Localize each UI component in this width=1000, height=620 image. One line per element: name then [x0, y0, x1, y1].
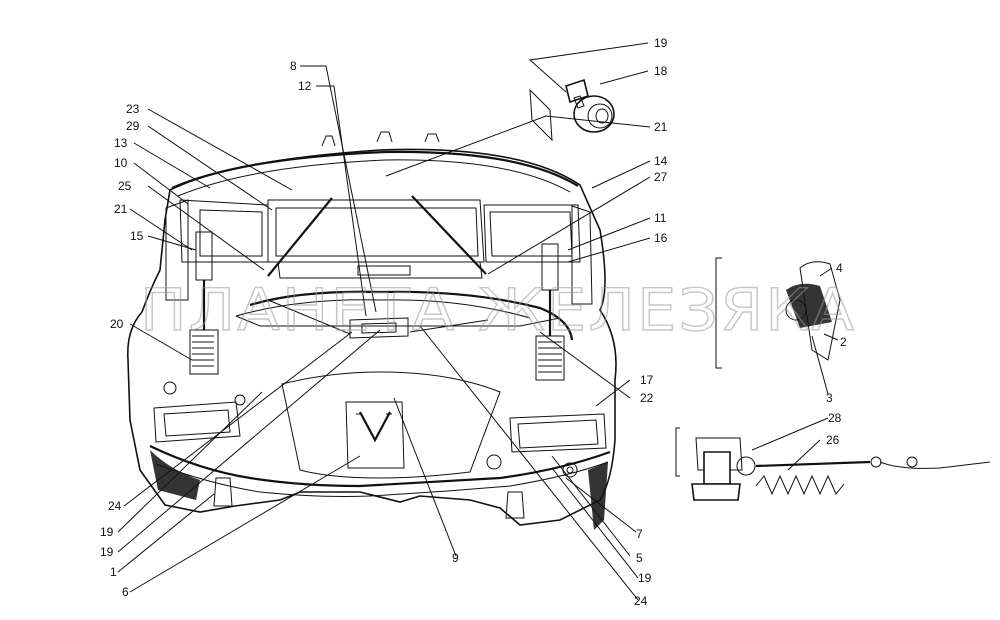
callout-26: 26	[826, 433, 840, 447]
callout-9: 9	[452, 551, 459, 565]
callout-4: 4	[836, 261, 843, 275]
callout-10: 10	[114, 156, 128, 170]
callout-24-left: 24	[108, 499, 122, 513]
callout-23: 23	[126, 102, 140, 116]
callout-22: 22	[640, 391, 654, 405]
callout-17: 17	[640, 373, 654, 387]
callout-1: 1	[110, 565, 117, 579]
callout-19-left-2: 19	[100, 545, 114, 559]
callout-7: 7	[636, 527, 643, 541]
callout-15: 15	[130, 229, 144, 243]
callout-3: 3	[826, 391, 833, 405]
callout-25: 25	[118, 179, 132, 193]
callout-16: 16	[654, 231, 668, 245]
callout-21-left: 21	[114, 202, 128, 216]
callout-13: 13	[114, 136, 128, 150]
detail-lamp	[529, 78, 615, 142]
callout-19-top: 19	[654, 36, 668, 50]
watermark: ПЛАНЕТА ЖЕЛЕЗЯКА	[140, 276, 856, 344]
callout-6: 6	[122, 585, 129, 599]
callout-18: 18	[654, 64, 668, 78]
callout-29: 29	[126, 119, 140, 133]
callout-27: 27	[654, 170, 668, 184]
callout-2: 2	[840, 335, 847, 349]
callout-5: 5	[636, 551, 643, 565]
callout-19-left-1: 19	[100, 525, 114, 539]
leader-lines	[117, 42, 839, 601]
callout-labels: 19 18 21 8 12 23 29 13 10 25 21 15 14 27…	[100, 36, 847, 608]
callout-14: 14	[654, 154, 668, 168]
callout-12: 12	[298, 79, 312, 93]
detail-seal	[715, 257, 841, 369]
callout-20: 20	[110, 317, 124, 331]
callout-28: 28	[828, 411, 842, 425]
callout-21-top: 21	[654, 120, 668, 134]
callout-19-right: 19	[638, 571, 652, 585]
callout-11: 11	[654, 211, 667, 225]
callout-24-right: 24	[634, 594, 648, 608]
callout-8: 8	[290, 59, 297, 73]
detail-cable-spring	[675, 427, 991, 501]
